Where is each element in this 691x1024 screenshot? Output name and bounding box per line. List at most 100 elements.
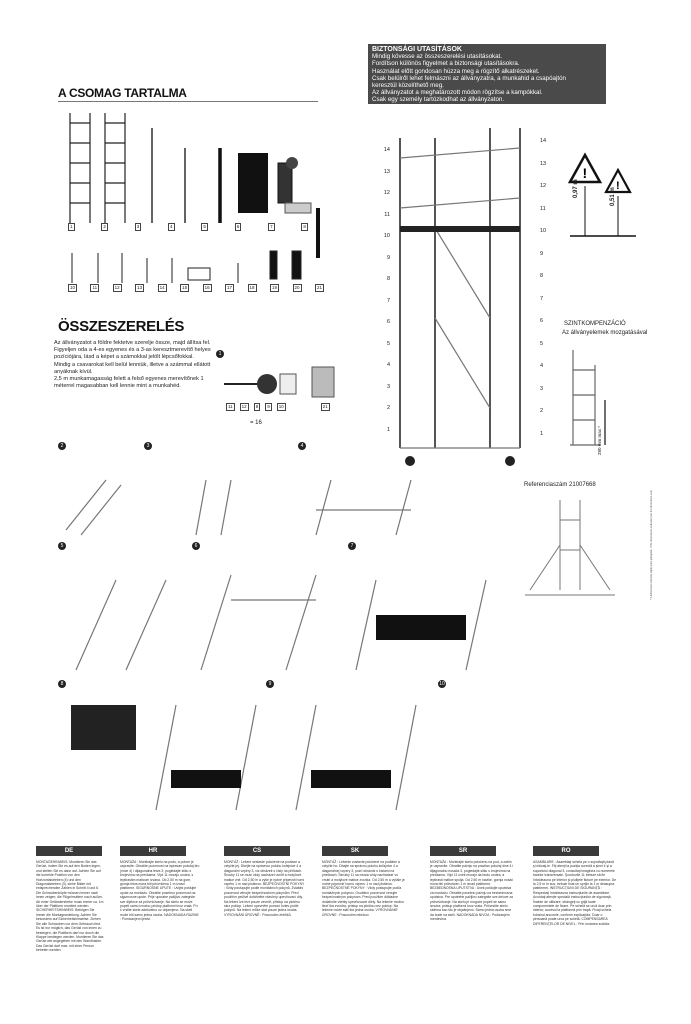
step-number: 1 (216, 350, 224, 358)
lang-header: SK (322, 846, 388, 856)
leveling-drawing (570, 350, 606, 446)
safety-line: keresztül közelíthető meg. (372, 82, 444, 90)
part-label: 21 (314, 284, 324, 292)
level-label: 2 (540, 408, 544, 414)
level-label: 12 (383, 190, 390, 196)
level-label: 14 (383, 147, 390, 153)
lang-header: SR (430, 846, 496, 856)
step1-part-labels: 11 12 8 9 10 21 (226, 403, 330, 411)
level-label: 8 (540, 273, 544, 279)
part-label: 19 (270, 284, 280, 292)
step-number: 6 (192, 542, 200, 550)
trapdoor-platform-part (277, 162, 293, 204)
scaffold-tower-drawing (399, 128, 521, 466)
step-number: 5 (58, 542, 66, 550)
level-label: 6 (386, 319, 390, 325)
level-label: 1 (386, 426, 390, 433)
part-label: 2 (101, 223, 108, 231)
step-number: 10 (438, 680, 446, 688)
part-label: 11 (226, 403, 235, 411)
level-label: 7 (386, 297, 390, 304)
part-label: 3 (134, 223, 142, 231)
lang-text: MONTÁŽ : Lešení sestavte položené na pod… (224, 860, 305, 917)
svg-text:!: ! (616, 180, 620, 192)
level-label: 7 (540, 295, 544, 302)
lang-text: MONTAŽA : Montirajte skelu položenu na p… (430, 860, 514, 922)
lang-text: MONTÁŽ : Lešenie zostavte položené na po… (322, 860, 405, 917)
package-row2-labels: 10 11 12 13 14 15 16 17 18 19 20 21 (68, 284, 324, 292)
wheel-part (286, 157, 298, 169)
level-label: 4 (540, 363, 544, 369)
level-label: 6 (540, 318, 544, 324)
level-label: 3 (540, 385, 544, 392)
package-parts-drawing (69, 113, 320, 283)
package-title-rule (58, 101, 318, 102)
leveling-subtitle: Az állványelemek mozgatásával (562, 330, 648, 336)
lang-text: MONTAGEHINWEIS: Montieren Sie das Gerüst… (36, 860, 104, 953)
level-label: 12 (540, 183, 547, 189)
level-label: 1 (540, 430, 544, 437)
warning-triangle-icon (604, 167, 632, 194)
reference-tower-drawing (525, 500, 615, 596)
level-label: 10 (383, 233, 390, 239)
part-label: 10 (276, 403, 286, 411)
package-row1-labels: 1 2 3 4 5 6 7 8 (68, 223, 308, 231)
level-label: 11 (384, 211, 390, 218)
small-parts (71, 250, 302, 283)
leveling-title: SZINTKOMPENZÁCIÓ (564, 321, 626, 327)
part-label: 14 (157, 284, 167, 292)
step1-equation: = 16 (250, 420, 262, 426)
bracket-part (284, 202, 312, 214)
platform-part (238, 153, 268, 213)
part-label: 17 (225, 284, 235, 292)
lang-header: CS (224, 846, 290, 856)
assembly-steps-drawing (65, 479, 487, 811)
part-label: 5 (201, 223, 208, 231)
level-label: 13 (540, 160, 547, 167)
part-label: 13 (135, 284, 145, 292)
lang-text: MONTAŽA : Montirajte skelu na podu, a po… (120, 860, 200, 922)
warning-triangle-icon (568, 152, 603, 184)
part-label: 8 (253, 403, 261, 411)
height-label: 0,97 m (573, 179, 579, 198)
part-label: 4 (168, 223, 175, 231)
part-label: 7 (268, 223, 275, 231)
safety-line: Az állványzatot a meghatározott módon rö… (372, 89, 543, 97)
height-label: 0,51 m (610, 187, 616, 206)
level-label: 9 (540, 250, 544, 257)
level-label: 2 (386, 405, 390, 411)
tower-levels-right: 14 13 12 11 10 9 8 7 6 5 4 3 2 1 (540, 130, 552, 445)
tower-levels-left: 14 13 12 11 10 9 8 7 6 5 4 3 2 1 (378, 140, 390, 441)
level-label: 3 (386, 383, 390, 390)
part-label: 15 (180, 284, 190, 292)
level-label: 8 (386, 276, 390, 282)
safety-line: Fordítson különös figyelmet a biztonsági… (372, 60, 520, 68)
warning-height-drawing: ! ! (568, 152, 636, 237)
assembly-paragraph: Figyeljen oda a 4-es egyenes és a 3-as k… (54, 347, 211, 361)
lang-header: RO (533, 846, 599, 856)
part-label: 12 (112, 284, 122, 292)
part-label: 10 (68, 284, 78, 292)
safety-heading: BIZTONSÁGI UTASÍTÁSOK (372, 46, 462, 53)
svg-text:!: ! (583, 165, 588, 181)
level-label: 5 (540, 340, 544, 347)
leveling-dimension: 280 mm max * (597, 425, 602, 455)
package-title: A CSOMAG TARTALMA (58, 86, 187, 100)
step-number: 8 (58, 680, 66, 688)
part-label: 16 (202, 284, 212, 292)
part-label: 12 (239, 403, 249, 411)
step-number: 9 (266, 680, 274, 688)
safety-line: Csak egy személy tartózkodhat az állvány… (372, 96, 505, 104)
level-label: 4 (386, 362, 390, 368)
assembly-paragraph: Mindig a csavarokat kell belül lenniük, … (54, 361, 211, 375)
level-label: 13 (383, 168, 390, 175)
level-label: 14 (540, 138, 547, 144)
level-label: 9 (386, 254, 390, 261)
level-label: 5 (386, 340, 390, 347)
assembly-paragraph: Az állványzatot a földre fektetve szerel… (54, 340, 211, 346)
part-label: 20 (292, 284, 302, 292)
step-number: 7 (348, 542, 356, 550)
lang-text: ASAMBLARE : Asamblaţi schela pe o supraf… (533, 860, 617, 926)
assembly-instructions: Az állványzatot a földre fektetve szerel… (54, 340, 224, 390)
part-label: 8 (301, 223, 308, 231)
